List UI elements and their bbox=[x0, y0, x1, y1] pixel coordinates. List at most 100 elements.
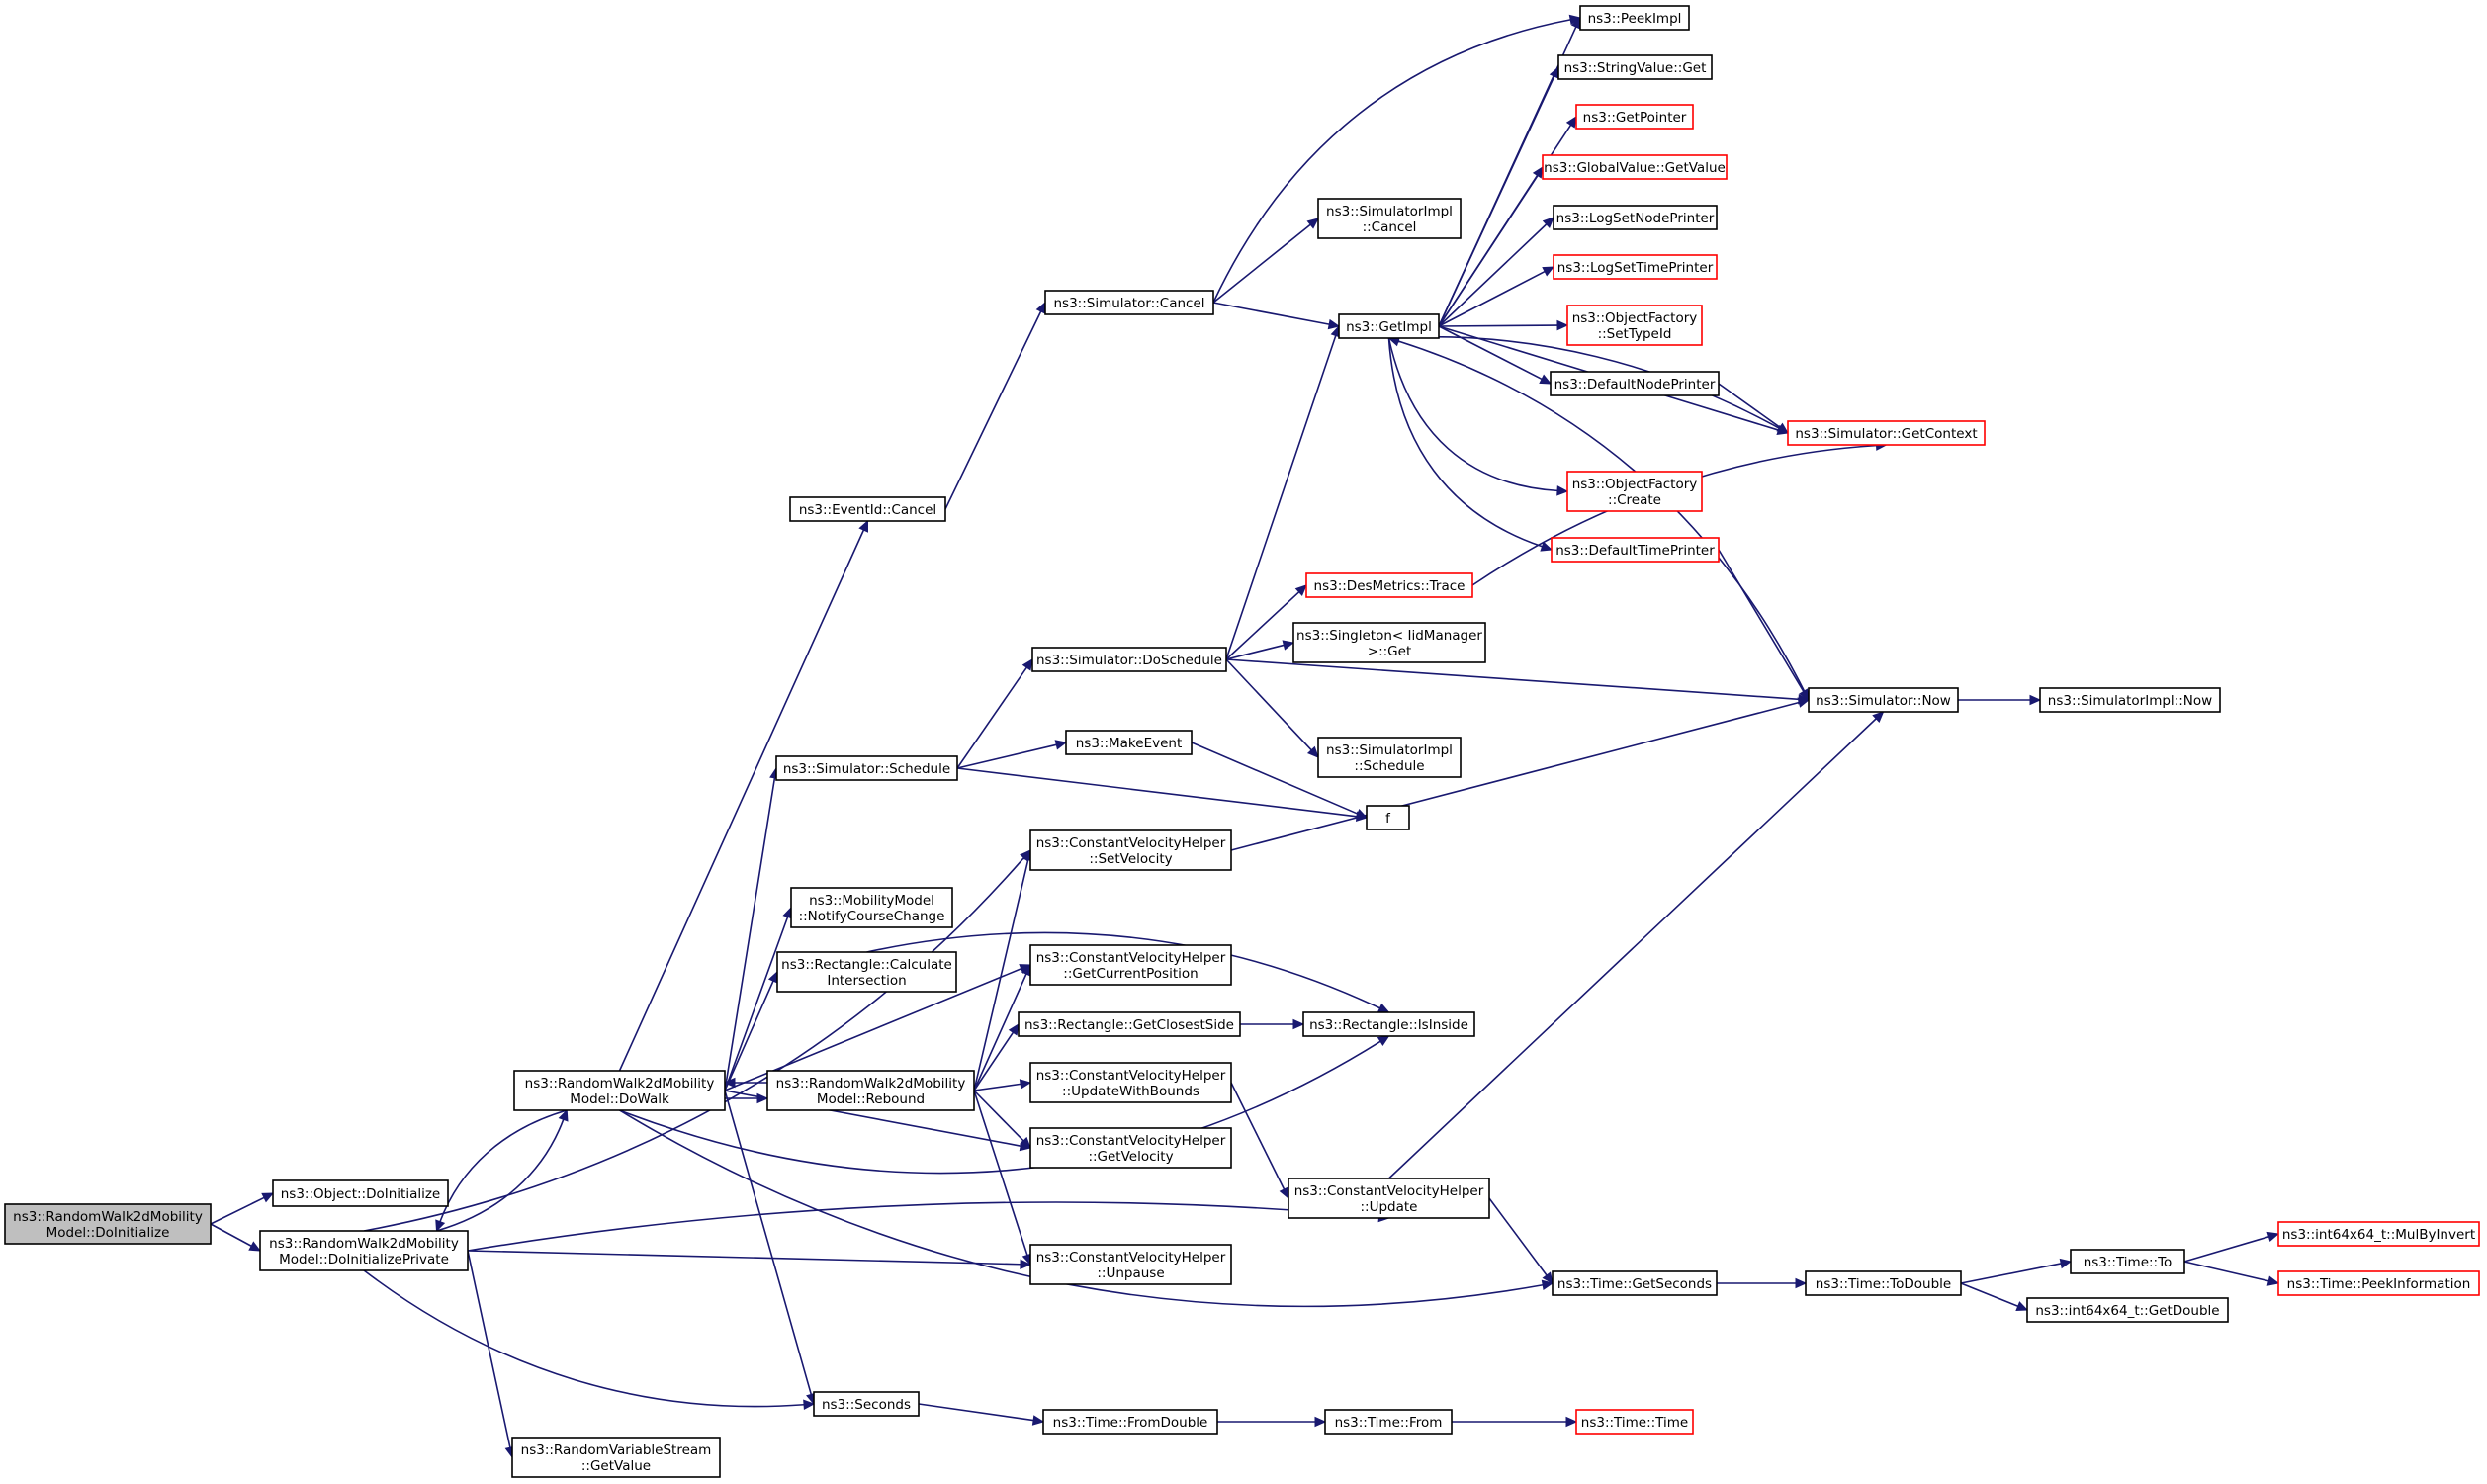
edge-simCancel-to-simImplCancel bbox=[1212, 218, 1319, 304]
edge-simSchedule-to-f bbox=[956, 767, 1369, 822]
node-label: ns3::LogSetNodePrinter bbox=[1556, 211, 1715, 226]
node-label: ns3::ConstantVelocityHelper bbox=[1294, 1183, 1484, 1199]
node-getPointer[interactable]: ns3::GetPointer bbox=[1575, 104, 1694, 130]
edge-timeToDouble-to-int64GetDouble bbox=[1960, 1282, 2029, 1311]
node-singletonGet[interactable]: ns3::Singleton< IidManager >::Get bbox=[1292, 622, 1486, 663]
node-rectInside[interactable]: ns3::Rectangle::IsInside bbox=[1302, 1011, 1475, 1037]
edge-root-to-doInitPriv bbox=[210, 1223, 262, 1252]
node-box bbox=[1317, 737, 1462, 778]
node-stringValueGet[interactable]: ns3::StringValue::Get bbox=[1557, 54, 1713, 80]
node-simGetContext[interactable]: ns3::Simulator::GetContext bbox=[1787, 420, 1986, 446]
node-cvhUpdate[interactable]: ns3::ConstantVelocityHelper::Update bbox=[1288, 1178, 1490, 1219]
node-box bbox=[766, 1070, 975, 1111]
node-timePeekInfo[interactable]: ns3::Time::PeekInformation bbox=[2277, 1270, 2480, 1296]
edge-rebound-to-cvhGetVel bbox=[973, 1090, 1031, 1149]
node-box bbox=[1029, 1244, 1232, 1285]
node-simImplCancel[interactable]: ns3::SimulatorImpl::Cancel bbox=[1317, 198, 1462, 239]
node-doInitPriv[interactable]: ns3::RandomWalk2dMobilityModel::DoInitia… bbox=[259, 1230, 469, 1271]
node-getImpl[interactable]: ns3::GetImpl bbox=[1338, 313, 1440, 339]
node-makeEvent[interactable]: ns3::MakeEvent bbox=[1065, 730, 1193, 755]
edge-getImpl-to-logTimePrinter bbox=[1438, 266, 1555, 327]
node-logNodePrinter[interactable]: ns3::LogSetNodePrinter bbox=[1553, 205, 1718, 230]
node-label: ::Update bbox=[1361, 1199, 1418, 1215]
node-box bbox=[2070, 1249, 2185, 1274]
node-cvhGetPos[interactable]: ns3::ConstantVelocityHelper::GetCurrentP… bbox=[1029, 944, 1232, 986]
edge-timeGetSeconds-to-timeToDouble bbox=[1717, 1277, 1808, 1289]
node-box bbox=[1029, 944, 1232, 986]
node-label: ns3::StringValue::Get bbox=[1564, 60, 1707, 76]
node-timeFromDouble[interactable]: ns3::Time::FromDouble bbox=[1042, 1409, 1218, 1435]
edge-doInitPriv-to-seconds bbox=[363, 1269, 816, 1411]
node-box bbox=[1553, 254, 1718, 280]
node-defNodePrinter[interactable]: ns3::DefaultNodePrinter bbox=[1550, 371, 1720, 396]
node-cvhUnpause[interactable]: ns3::ConstantVelocityHelper::Unpause bbox=[1029, 1244, 1232, 1285]
edge-rebound-to-rectClosest bbox=[973, 1022, 1020, 1091]
edge-doInitPriv-to-cvhUnpause bbox=[467, 1250, 1032, 1270]
node-box bbox=[1808, 687, 1959, 713]
node-rectClosest[interactable]: ns3::Rectangle::GetClosestSide bbox=[1018, 1011, 1241, 1037]
node-box bbox=[2277, 1221, 2480, 1247]
node-label: ::Schedule bbox=[1354, 758, 1424, 774]
node-seconds[interactable]: ns3::Seconds bbox=[813, 1391, 920, 1417]
edge-doWalk-to-eventCancel bbox=[618, 519, 869, 1072]
node-ofCreate[interactable]: ns3::ObjectFactory::Create bbox=[1566, 471, 1703, 512]
node-simSchedule[interactable]: ns3::Simulator::Schedule bbox=[775, 755, 958, 781]
node-logTimePrinter[interactable]: ns3::LogSetTimePrinter bbox=[1553, 254, 1718, 280]
node-timeTo[interactable]: ns3::Time::To bbox=[2070, 1249, 2185, 1274]
node-label: ns3::Time::To bbox=[2084, 1255, 2173, 1270]
node-ofSetTypeId[interactable]: ns3::ObjectFactory::SetTypeId bbox=[1566, 305, 1703, 346]
node-simImplNow[interactable]: ns3::SimulatorImpl::Now bbox=[2039, 687, 2221, 713]
node-timeTime[interactable]: ns3::Time::Time bbox=[1575, 1409, 1694, 1435]
node-objDoInit[interactable]: ns3::Object::DoInitialize bbox=[272, 1179, 449, 1207]
node-simCancel[interactable]: ns3::Simulator::Cancel bbox=[1044, 290, 1214, 315]
node-cvhGetVel[interactable]: ns3::ConstantVelocityHelper::GetVelocity bbox=[1029, 1127, 1232, 1169]
node-box bbox=[4, 1203, 212, 1245]
node-int64GetDouble[interactable]: ns3::int64x64_t::GetDouble bbox=[2026, 1297, 2229, 1323]
node-label: ns3::SimulatorImpl::Now bbox=[2048, 693, 2212, 709]
edge-simCancel-to-peekImpl bbox=[1212, 14, 1582, 304]
node-box bbox=[790, 887, 953, 928]
node-simImplSchedule[interactable]: ns3::SimulatorImpl::Schedule bbox=[1317, 737, 1462, 778]
node-box bbox=[1566, 305, 1703, 346]
node-timeToDouble[interactable]: ns3::Time::ToDouble bbox=[1805, 1270, 1962, 1296]
node-label: ns3::MobilityModel bbox=[809, 893, 934, 909]
node-simNow[interactable]: ns3::Simulator::Now bbox=[1808, 687, 1959, 713]
node-label: ns3::GlobalValue::GetValue bbox=[1544, 160, 1726, 176]
edge-simSchedule-to-simDoSchedule bbox=[956, 657, 1033, 769]
node-box bbox=[513, 1070, 726, 1111]
node-cvhUpdBounds[interactable]: ns3::ConstantVelocityHelper::UpdateWithB… bbox=[1029, 1062, 1232, 1103]
node-defTimePrinter[interactable]: ns3::DefaultTimePrinter bbox=[1551, 537, 1720, 563]
node-int64MulByInvert[interactable]: ns3::int64x64_t::MulByInvert bbox=[2277, 1221, 2480, 1247]
node-cvhSetVel[interactable]: ns3::ConstantVelocityHelper::SetVelocity bbox=[1029, 829, 1232, 871]
node-label: ::Cancel bbox=[1363, 219, 1417, 235]
edge-simDoSchedule-to-simImplSchedule bbox=[1225, 658, 1319, 758]
node-label: ns3::Seconds bbox=[822, 1397, 911, 1413]
node-box bbox=[1579, 5, 1690, 31]
node-f[interactable]: f bbox=[1366, 805, 1410, 830]
node-rvsGetValue[interactable]: ns3::RandomVariableStream::GetValue bbox=[511, 1437, 721, 1478]
node-label: ns3::Simulator::GetContext bbox=[1795, 426, 1977, 442]
node-peekImpl[interactable]: ns3::PeekImpl bbox=[1579, 5, 1690, 31]
node-box bbox=[775, 755, 958, 781]
node-eventCancel[interactable]: ns3::EventId::Cancel bbox=[789, 496, 946, 522]
node-box bbox=[1302, 1011, 1475, 1037]
edge-defTimePrinter-to-simNow bbox=[1718, 549, 1810, 702]
node-desTrace[interactable]: ns3::DesMetrics::Trace bbox=[1305, 572, 1473, 598]
node-timeFrom[interactable]: ns3::Time::From bbox=[1324, 1409, 1453, 1435]
node-globalValueGet[interactable]: ns3::GlobalValue::GetValue bbox=[1542, 154, 1728, 180]
edge-defNodePrinter-to-simGetContext bbox=[1718, 383, 1789, 434]
edge-timeTo-to-timePeekInfo bbox=[2183, 1261, 2280, 1286]
node-label: ns3::RandomWalk2dMobility bbox=[525, 1076, 715, 1091]
node-root[interactable]: ns3::RandomWalk2dMobilityModel::DoInitia… bbox=[4, 1203, 212, 1245]
node-label: ns3::Singleton< IidManager bbox=[1296, 628, 1482, 644]
node-notifyCourse[interactable]: ns3::MobilityModel::NotifyCourseChange bbox=[790, 887, 953, 928]
node-box bbox=[1029, 1062, 1232, 1103]
edge-doInitPriv-to-rvsGetValue bbox=[467, 1250, 515, 1459]
node-simDoSchedule[interactable]: ns3::Simulator::DoSchedule bbox=[1031, 647, 1227, 672]
node-timeGetSeconds[interactable]: ns3::Time::GetSeconds bbox=[1552, 1270, 1718, 1296]
node-box bbox=[1065, 730, 1193, 755]
